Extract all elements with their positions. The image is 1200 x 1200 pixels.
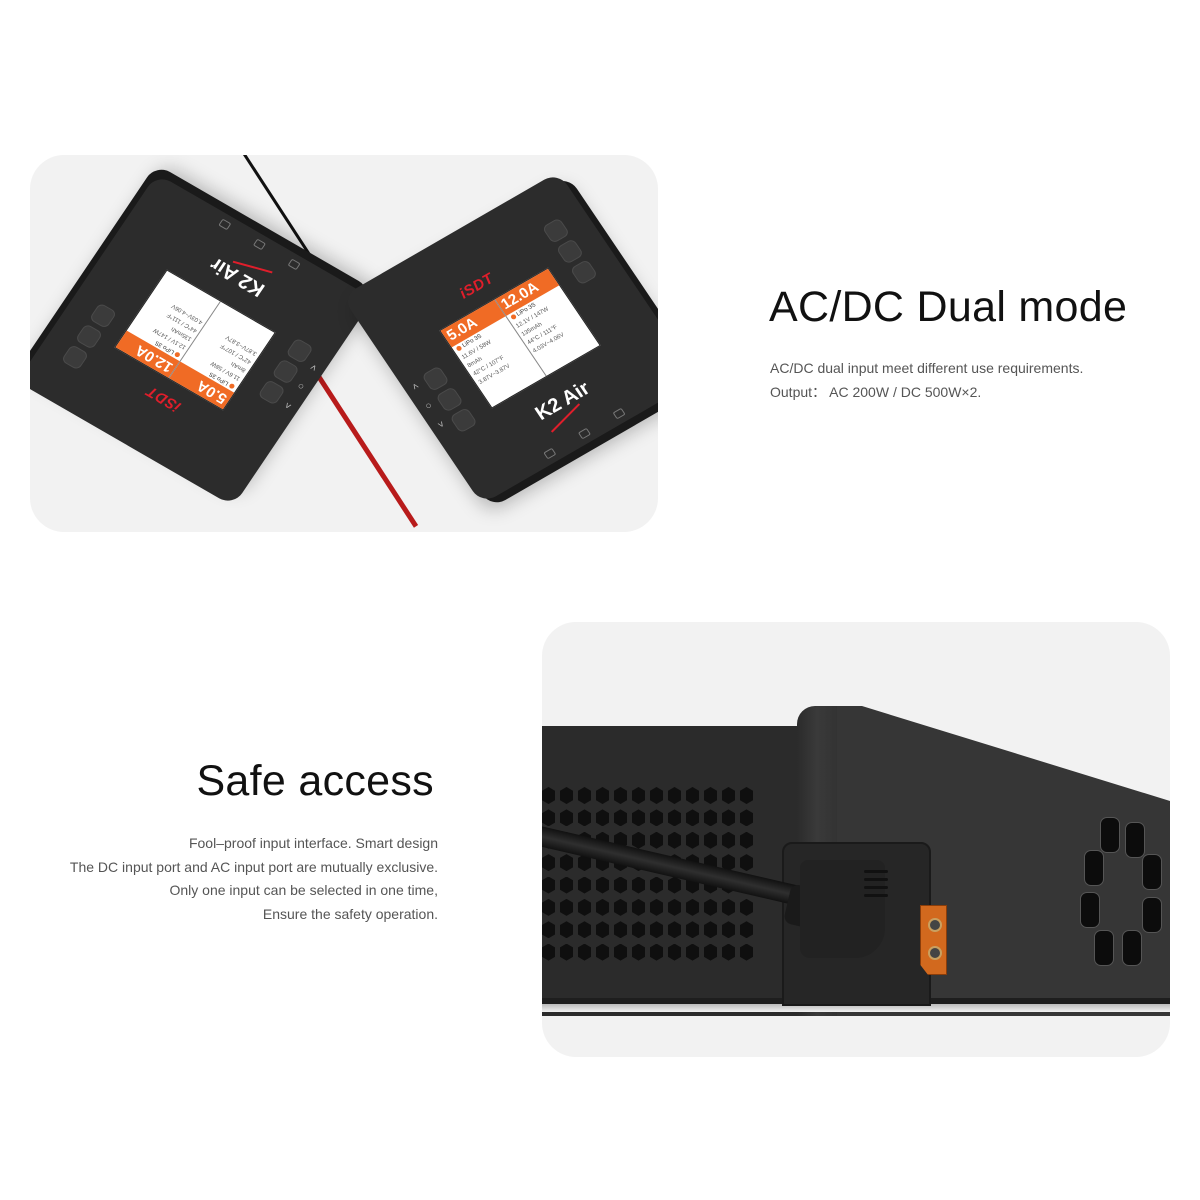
usb-port-icon — [287, 258, 301, 271]
status-dot-icon — [509, 313, 517, 321]
up-button — [541, 217, 571, 244]
fan-slot — [1100, 817, 1120, 853]
connector-pin — [928, 918, 942, 932]
usb-port-icon — [612, 407, 626, 420]
usb-port-icon — [543, 447, 557, 460]
section-title-safe-access: Safe access — [196, 757, 434, 805]
plug-grip-rib — [864, 894, 888, 897]
xt60-dc-input-connector — [920, 905, 947, 975]
ok-button — [74, 323, 104, 350]
plug-grip-rib — [864, 878, 888, 881]
charger-device-right: 5.0A LiPo 3S 11.6V / 58W 8mAh 42°C / 107… — [341, 171, 658, 505]
connector-pin — [928, 946, 942, 960]
ok-button — [555, 238, 585, 265]
section-description-dual-mode: AC/DC dual input meet different use requ… — [770, 357, 1083, 404]
product-image-safe-access — [542, 622, 1170, 1057]
fan-slot — [1142, 897, 1162, 933]
isdt-logo: iSDT — [456, 270, 498, 303]
fan-slot — [1084, 850, 1104, 886]
k2-air-logo: K2 Air — [206, 253, 269, 301]
up-arrow-icon: ˄ — [410, 381, 422, 394]
usb-port-icon — [577, 427, 592, 440]
usb-port-icon — [252, 238, 267, 251]
description-line: Output： AC 200W / DC 500W×2. — [770, 383, 982, 400]
status-dot-icon — [174, 351, 182, 359]
down-button — [285, 337, 314, 365]
charger-device-left: 5.0A LiPo 3S 11.6V / 58W 8mAh 42°C / 107… — [30, 173, 374, 507]
product-image-dual-mode: 5.0A LiPo 3S 11.6V / 58W 8mAh 42°C / 107… — [30, 155, 658, 532]
description-line: Only one input can be selected in one ti… — [169, 882, 438, 898]
ok-button — [271, 358, 300, 385]
usb-port-icon — [218, 218, 232, 231]
status-dot-icon — [228, 382, 236, 390]
down-button — [449, 406, 478, 434]
description-line: Ensure the safety operation. — [262, 905, 438, 922]
ok-button — [435, 386, 464, 413]
fan-slot — [1125, 822, 1145, 858]
ok-circle-icon: ○ — [295, 379, 307, 392]
fan-slot — [1094, 930, 1114, 966]
down-arrow-icon: ˅ — [436, 419, 448, 432]
ok-circle-icon: ○ — [423, 400, 435, 413]
button-group-right — [60, 302, 118, 371]
up-button — [257, 379, 286, 406]
cooling-fan-vent — [1080, 812, 1170, 972]
down-arrow-icon: ˅ — [308, 360, 320, 373]
description-line: The DC input port and AC input port are … — [69, 858, 438, 875]
status-dot-icon — [455, 344, 463, 352]
floor-shadow — [542, 1004, 1170, 1012]
fan-slot — [1122, 930, 1142, 966]
up-button — [421, 365, 450, 392]
plug-grip-rib — [864, 886, 888, 889]
down-button — [569, 258, 599, 286]
fan-slot — [1142, 854, 1162, 890]
section-title-dual-mode: AC/DC Dual mode — [769, 283, 1128, 331]
description-line: AC/DC dual input meet different use requ… — [770, 360, 1084, 376]
up-button — [60, 344, 90, 371]
up-arrow-icon: ˄ — [282, 398, 295, 411]
isdt-logo: iSDT — [143, 382, 185, 415]
hex-vent-grille — [542, 787, 767, 962]
section-description-safe-access: Fool–proof input interface. Smart design… — [70, 832, 438, 926]
description-line: Fool–proof input interface. Smart design — [188, 835, 438, 851]
ac-plug — [800, 860, 885, 958]
button-group-left — [257, 337, 314, 406]
plug-grip-rib — [864, 870, 888, 873]
down-button — [88, 302, 118, 330]
fan-slot — [1080, 892, 1100, 928]
